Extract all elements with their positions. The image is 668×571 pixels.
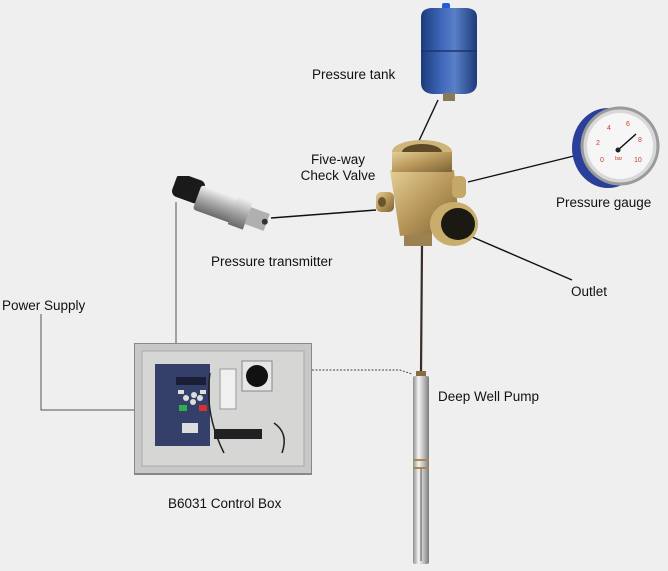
gauge-tick-0: 0 <box>600 157 604 164</box>
line-gauge-valve <box>467 154 579 183</box>
pressure-transmitter <box>168 173 273 244</box>
line-tank-valve <box>417 99 439 144</box>
cable-box-pump <box>312 369 413 375</box>
pressure-transmitter-label: Pressure transmitter <box>211 254 333 269</box>
control-box <box>133 342 313 476</box>
line-transmitter-valve <box>270 209 377 219</box>
gauge-tick-8: 8 <box>638 137 642 144</box>
circuit-breaker <box>219 368 237 410</box>
pressure-gauge: 4 6 2 8 0 10 bar <box>570 100 660 195</box>
deep-well-pump-label: Deep Well Pump <box>438 389 540 404</box>
line-outlet <box>469 235 573 281</box>
check-valve-label-line1: Five-way <box>310 152 365 167</box>
outlet-label: Outlet <box>571 284 608 299</box>
gauge-needle <box>617 133 637 151</box>
pipe-valve-pump <box>419 244 424 373</box>
terminal-block <box>214 429 262 439</box>
gauge-tick-2: 2 <box>596 140 600 147</box>
gauge-tick-6: 6 <box>626 121 630 128</box>
check-valve-label: Five-way Check Valve <box>296 152 380 184</box>
deep-well-pump <box>412 371 430 566</box>
pressure-tank <box>417 3 481 103</box>
pressure-gauge-label: Pressure gauge <box>556 195 652 210</box>
line-power-supply <box>40 314 135 411</box>
gauge-tick-4: 4 <box>607 125 611 132</box>
pressure-tank-label: Pressure tank <box>312 67 396 82</box>
control-box-label: B6031 Control Box <box>168 496 282 511</box>
check-valve <box>374 140 480 250</box>
power-supply-label: Power Supply <box>2 298 86 313</box>
gauge-tick-10: 10 <box>634 157 642 164</box>
gauge-unit: bar <box>615 156 623 162</box>
check-valve-label-line2: Check Valve <box>300 168 376 183</box>
